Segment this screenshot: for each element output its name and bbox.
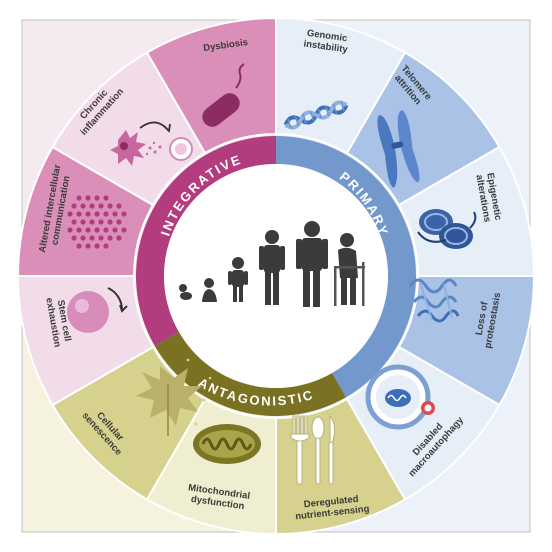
signal-dot <box>80 203 86 209</box>
illustrations <box>67 63 477 485</box>
signal-dot <box>85 243 91 249</box>
signal-dot <box>116 235 122 241</box>
dna-helix-icon <box>283 100 349 130</box>
signal-dot <box>94 227 100 233</box>
signal-dot <box>80 219 86 225</box>
signal-dot <box>116 219 122 225</box>
signal-dot <box>85 211 91 217</box>
signal-dot <box>103 211 109 217</box>
sector-dysbiosis <box>145 16 277 155</box>
teen-silhouette <box>259 230 285 305</box>
signal-dot <box>80 235 86 241</box>
adult-silhouette <box>296 221 328 307</box>
primary-ring-segment <box>276 136 416 398</box>
signal-dot <box>103 195 109 201</box>
toddler-silhouette <box>202 278 217 302</box>
antagonistic-ring-segment <box>154 332 346 416</box>
cutlery-icon <box>290 414 336 485</box>
signal-dot <box>107 203 113 209</box>
category-ring <box>136 136 416 416</box>
elderly-silhouette <box>334 233 365 306</box>
signal-dot <box>71 203 77 209</box>
signal-dot <box>107 219 113 225</box>
signal-dot <box>76 211 82 217</box>
autophagosome-icon <box>365 364 435 430</box>
nucleosome-icon <box>417 209 477 249</box>
signal-dot <box>112 211 118 217</box>
signal-dot <box>76 195 82 201</box>
signal-dot <box>98 203 104 209</box>
signal-dot <box>76 227 82 233</box>
signal-dot <box>107 235 113 241</box>
signal-dot <box>85 195 91 201</box>
child-silhouette <box>228 257 248 302</box>
signal-dot <box>85 227 91 233</box>
chromosome-icon <box>377 110 420 188</box>
signal-dot <box>71 219 77 225</box>
dot-cluster-icon <box>67 195 127 249</box>
signal-dot <box>98 235 104 241</box>
integrative-ring-segment <box>136 136 276 346</box>
signal-dot <box>103 227 109 233</box>
protein-fold-icon <box>408 278 460 323</box>
signal-dot <box>94 243 100 249</box>
signal-dot <box>89 203 95 209</box>
signal-dot <box>67 211 73 217</box>
withered-leaf-icon <box>124 358 212 436</box>
signal-dot <box>89 235 95 241</box>
signal-dot <box>71 235 77 241</box>
signal-dot <box>121 227 127 233</box>
infant-silhouette <box>179 284 192 300</box>
stem-cell-icon <box>67 287 128 333</box>
signal-dot <box>76 243 82 249</box>
bacterium-icon <box>202 63 245 127</box>
signal-dot <box>94 211 100 217</box>
signal-dot <box>121 211 127 217</box>
signal-dot <box>94 195 100 201</box>
immune-cell-icon <box>110 121 193 166</box>
signal-dot <box>116 203 122 209</box>
signal-dot <box>103 243 109 249</box>
signal-dot <box>98 219 104 225</box>
signal-dot <box>67 227 73 233</box>
mitochondrion-icon <box>193 424 261 464</box>
aging-silhouettes-icon <box>179 221 365 307</box>
signal-dot <box>89 219 95 225</box>
signal-dot <box>112 227 118 233</box>
